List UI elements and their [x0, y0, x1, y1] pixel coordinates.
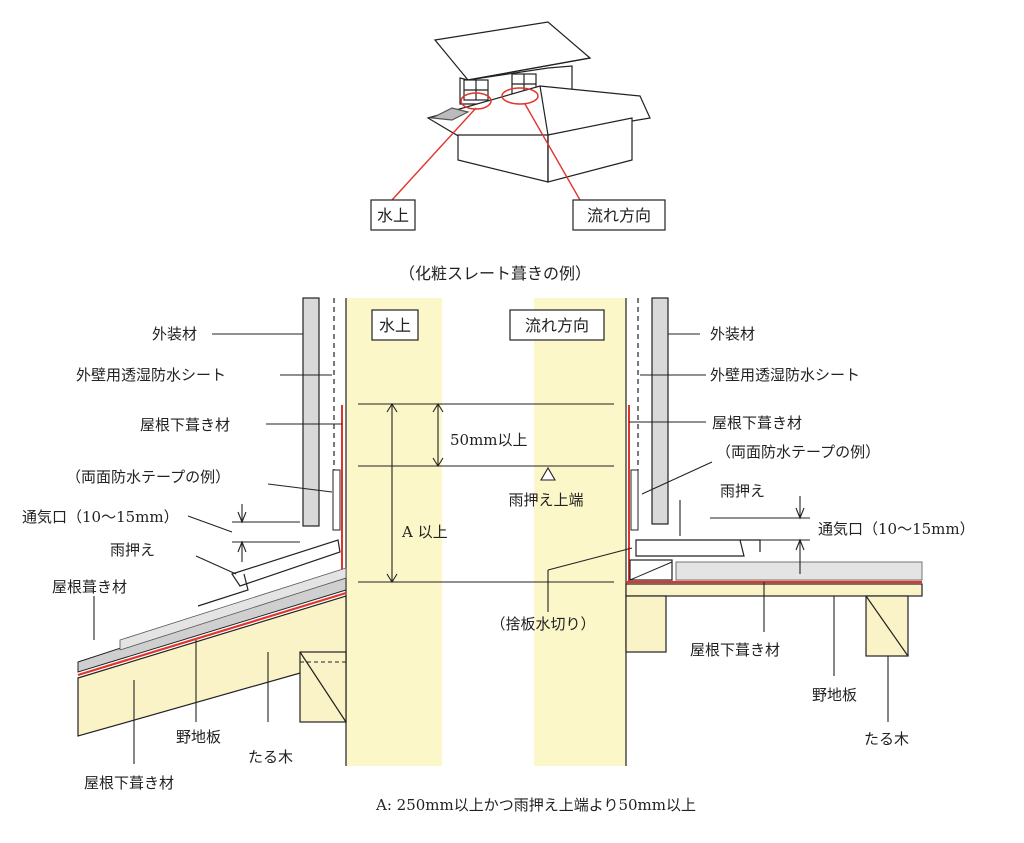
column-mizukami-box — [371, 309, 419, 341]
house-illustration — [426, 21, 651, 183]
right-flashing — [635, 539, 745, 557]
left-leaders — [93, 333, 342, 764]
column-nagare-label: 流れ方向 — [525, 316, 589, 335]
mizukami-leader — [391, 107, 477, 201]
house-wall-left — [457, 134, 549, 183]
right-label-rafter: たる木 — [864, 730, 909, 748]
right-exterior-cladding — [651, 297, 669, 525]
right-label-exterior: 外装材 — [710, 325, 755, 343]
left-label-vent: 通気口（10～15mm） — [22, 508, 179, 526]
dim-sutebo: （捨板水切り） — [490, 615, 595, 633]
nagare-highlight — [501, 87, 539, 105]
mizukami-label-box — [370, 199, 416, 231]
nagare-label: 流れ方向 — [587, 206, 651, 225]
right-label-underlay: 屋根下葺き材 — [712, 414, 802, 432]
left-label-flashing: 雨押え — [110, 541, 155, 559]
left-label-underlay-bottom: 屋根下葺き材 — [84, 774, 174, 792]
left-label-tape: （両面防水テープの例） — [66, 468, 230, 486]
right-tape — [630, 469, 639, 531]
right-label-vent: 通気口（10～15mm） — [818, 520, 975, 538]
mizukami-label: 水上 — [377, 206, 409, 225]
left-label-underlay: 屋根下葺き材 — [140, 416, 230, 434]
left-exterior-cladding — [302, 297, 320, 527]
left-detail — [77, 297, 347, 737]
right-label-underlay-bottom: 屋根下葺き材 — [690, 641, 780, 659]
left-tape — [332, 469, 341, 531]
right-detail — [625, 297, 923, 657]
right-label-tape: （両面防水テープの例） — [716, 443, 880, 461]
left-flashing — [231, 539, 341, 587]
right-roofing — [675, 561, 923, 581]
column-nagare-box — [509, 309, 605, 341]
right-sheathing — [625, 583, 923, 597]
footnote: A: 250mm以上かつ雨押え上端より50mm以上 — [375, 796, 696, 814]
nagare-label-box — [572, 199, 666, 231]
column-highlight-right — [534, 298, 626, 766]
dimension-lines — [358, 402, 614, 584]
dim-50mm: 50mm以上 — [450, 431, 528, 449]
dim-a-min: A 以上 — [401, 523, 448, 541]
right-leaders — [629, 333, 889, 722]
left-label-roofing: 屋根葺き材 — [52, 578, 127, 596]
left-label-wall-sheet: 外壁用透湿防水シート — [76, 366, 226, 384]
flashing-top-marker — [540, 466, 556, 481]
left-label-sheathing: 野地板 — [176, 728, 221, 746]
right-label-wall-sheet: 外壁用透湿防水シート — [710, 366, 860, 384]
nagare-leader — [524, 103, 581, 201]
left-label-exterior: 外装材 — [152, 325, 197, 343]
right-label-sheathing: 野地板 — [812, 686, 857, 704]
column-mizukami-label: 水上 — [379, 316, 411, 335]
column-highlight-left — [346, 298, 442, 766]
left-label-rafter: たる木 — [248, 748, 293, 766]
house-upper-roof-eave — [467, 57, 591, 81]
left-underlay-slope — [77, 591, 347, 677]
example-caption: （化粧スレート葺きの例） — [399, 264, 591, 283]
right-rafter-left — [625, 595, 667, 653]
dim-flashing-top: 雨押え上端 — [508, 491, 583, 509]
right-label-flashing: 雨押え — [720, 482, 765, 500]
